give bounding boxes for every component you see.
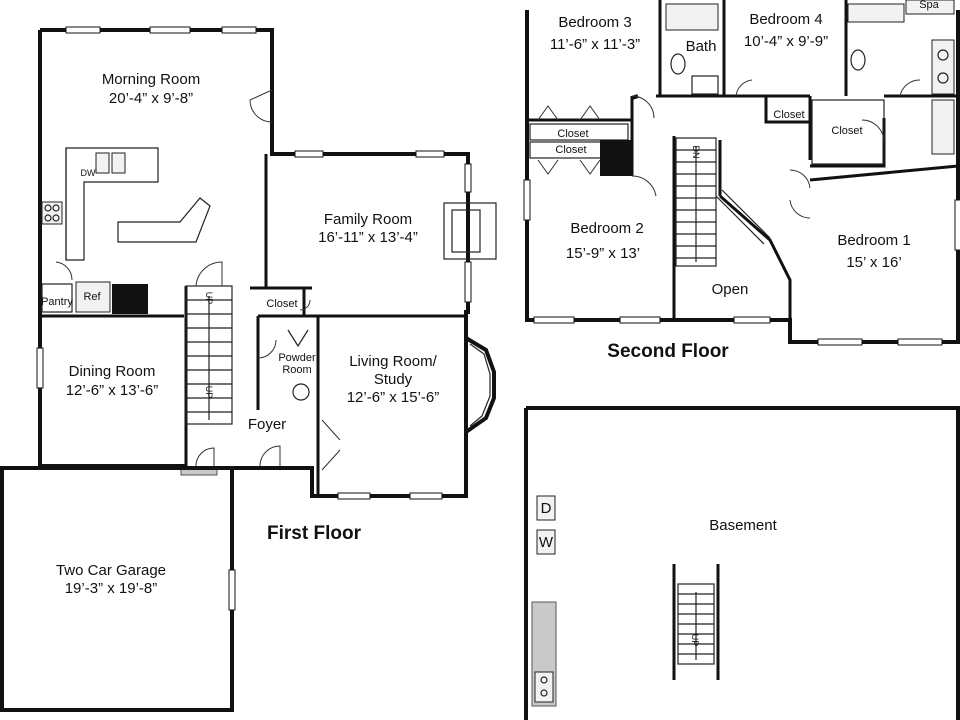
closet-label-3: Closet [773,109,804,121]
closet-label-4: Closet [831,125,862,137]
study-name: Study [374,371,413,388]
bedroom-3-name: Bedroom 3 [558,14,631,31]
spa-label: Spa [919,0,939,11]
bedroom-3-dims: 11’-6” x 11’-3” [550,36,640,53]
basement [524,406,960,720]
morning-room-dims: 20’-4” x 9’-8” [109,90,193,107]
morning-room-name: Morning Room [102,71,200,88]
bedroom-4-name: Bedroom 4 [749,11,822,28]
open-label: Open [712,281,749,298]
living-room-name: Living Room/ [349,353,437,370]
basement-stair-up: UP [690,634,700,647]
bedroom-1-name: Bedroom 1 [837,232,910,249]
first-floor-label: First Floor [267,523,362,544]
family-room-dims: 16’-11” x 13’-4” [318,229,418,246]
bedroom-4-dims: 10’-4” x 9’-9” [744,33,828,50]
washer-label: W [539,534,554,551]
basement-name: Basement [709,517,777,534]
garage-dims: 19’-3” x 19’-8” [65,580,158,597]
first-floor-closet-label: Closet [266,298,297,310]
foyer-name: Foyer [248,416,286,433]
second-floor-label: Second Floor [607,341,729,362]
dining-room-name: Dining Room [69,363,156,380]
living-room-dims: 12’-6” x 15’-6” [347,389,440,406]
ref-label: Ref [83,291,101,303]
closet-label-2: Closet [555,144,586,156]
first-floor-stair-up: UP [204,292,214,305]
pantry-label: Pantry [41,296,73,308]
dining-room-dims: 12’-6” x 13’-6” [66,382,159,399]
powder-room-name-1: Powder [278,352,316,364]
second-floor-stair-dn: DN [691,146,701,159]
garage-name: Two Car Garage [56,562,166,579]
first-floor [0,26,497,712]
second-floor [523,0,960,346]
dw-label: DW [81,168,96,178]
bedroom-2-name: Bedroom 2 [570,220,643,237]
bedroom-2-dims: 15’-9” x 13’ [566,245,640,262]
powder-room-name-2: Room [282,364,311,376]
first-floor-stair-up-2: UP [204,386,214,399]
closet-label-1: Closet [557,128,588,140]
bedroom-1-dims: 15’ x 16’ [846,254,901,271]
bath-label: Bath [686,38,717,55]
dryer-label: D [541,500,552,517]
family-room-name: Family Room [324,211,412,228]
